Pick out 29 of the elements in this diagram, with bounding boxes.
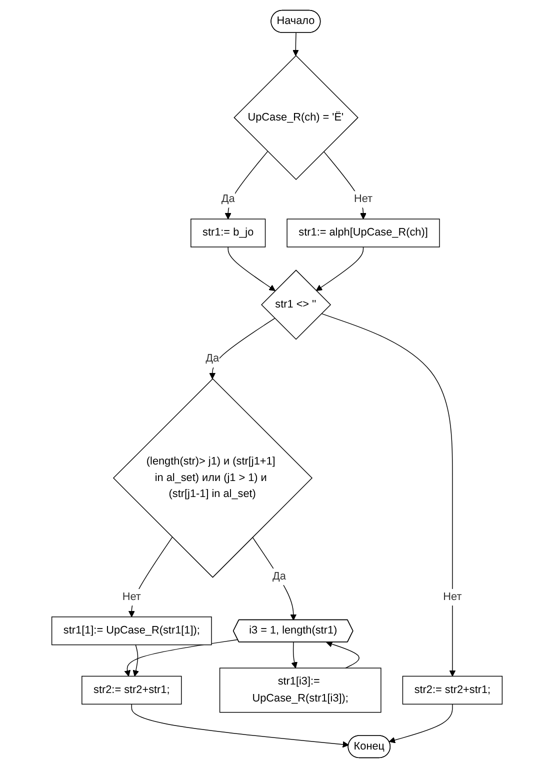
arrow bbox=[326, 641, 360, 668]
node-diamond: str1 <> '' bbox=[261, 270, 332, 340]
arrow bbox=[292, 32, 299, 56]
node-box: str2:= str2+str1; bbox=[82, 676, 182, 705]
edge-label: Нет bbox=[122, 590, 141, 603]
node-box: str2:= str2+str1; bbox=[402, 676, 503, 705]
arrow bbox=[131, 704, 349, 748]
edge-label: Да bbox=[221, 192, 235, 205]
arrow bbox=[128, 536, 173, 618]
edge-label: Нет bbox=[354, 192, 373, 205]
node-box: str1:= b_jo bbox=[190, 218, 266, 248]
arrow bbox=[320, 313, 456, 676]
arrow bbox=[124, 639, 238, 676]
arrow bbox=[291, 642, 298, 668]
arrow bbox=[252, 536, 297, 620]
edge-label: Нет bbox=[443, 590, 462, 603]
arrow bbox=[316, 246, 364, 291]
arrow bbox=[209, 318, 276, 380]
arrow bbox=[228, 246, 276, 291]
node-box: str1[1]:= UpCase_R(str1[1]); bbox=[51, 616, 212, 646]
arrow bbox=[224, 151, 268, 220]
arrow bbox=[132, 644, 139, 676]
edge-label: Да bbox=[272, 570, 286, 582]
node-box: str1:= alph[UpCase_R(ch)] bbox=[286, 218, 440, 248]
node-box: str1[i3]:= UpCase_R(str1[i3]); bbox=[219, 668, 382, 713]
node-diamond: UpCase_R(ch) = 'Ё' bbox=[234, 55, 358, 180]
edge-label: Да bbox=[206, 352, 220, 365]
arrow bbox=[388, 704, 453, 744]
arrow bbox=[323, 151, 366, 220]
